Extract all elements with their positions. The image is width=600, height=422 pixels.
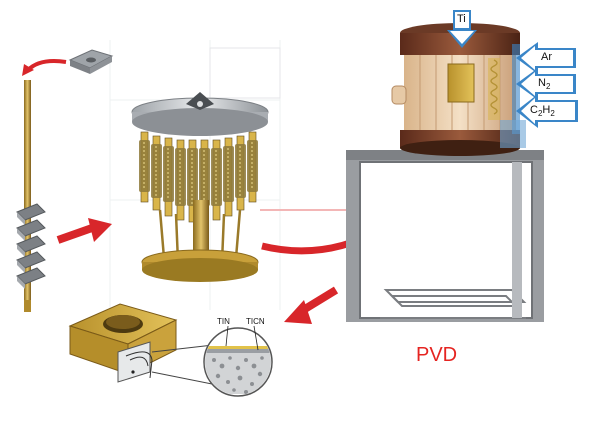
label-tin: TIN <box>217 317 230 326</box>
ti-input <box>447 10 477 48</box>
coated-insert <box>68 303 178 383</box>
pickup-arrowhead <box>22 64 34 76</box>
loading-rod <box>16 80 46 312</box>
arrow-to-insert-head <box>284 300 312 324</box>
label-n2-main: N <box>538 77 546 89</box>
label-ticn: TICN <box>246 317 265 326</box>
pickup-arrow <box>26 59 67 72</box>
label-ar: Ar <box>541 51 552 63</box>
label-n2-sub: 2 <box>545 82 551 92</box>
label-c2h2-c: C <box>530 104 538 116</box>
label-c2h2-h: H <box>542 104 551 116</box>
carousel-fixture <box>131 92 269 282</box>
coating-cross-section <box>203 325 273 397</box>
arrow-to-carousel-head <box>88 218 112 242</box>
label-c2h2-sub1: 2 <box>537 109 543 119</box>
label-ti: Ti <box>457 13 466 25</box>
pvd-label: PVD <box>416 344 458 366</box>
label-c2h2: C2H2 <box>530 104 555 118</box>
gas-inlets <box>500 42 578 148</box>
label-c2h2-sub2: 2 <box>550 109 555 119</box>
arrow-to-carousel <box>56 224 94 244</box>
insert-piece-small <box>68 49 114 74</box>
pvd-chamber <box>346 150 544 322</box>
label-n2: N2 <box>538 77 550 91</box>
